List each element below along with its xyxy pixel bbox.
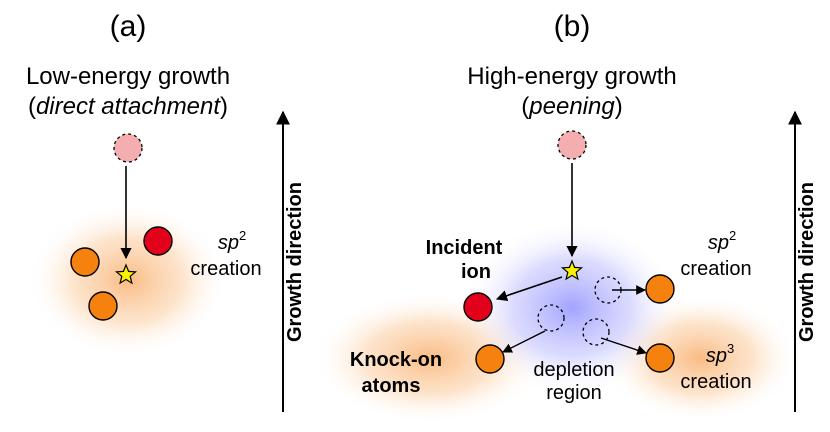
creation-label-b1: creation: [680, 258, 751, 280]
panel-b-title: High-energy growth: [467, 63, 676, 90]
incident-label-line1: Incident: [426, 237, 503, 259]
growth-direction-b: Growth direction: [788, 110, 818, 412]
incident-ion-a: [113, 133, 143, 163]
sp3-atom-b: [645, 343, 675, 373]
impact-star-b: [560, 259, 584, 281]
depletion-glow: [464, 220, 680, 396]
panel-a-subtitle: (direct attachment): [28, 93, 228, 120]
knock-on-atom: [475, 344, 505, 374]
growth-direction-label-b: Growth direction: [796, 182, 818, 342]
panel-b-subtitle: (peening): [521, 93, 622, 120]
knock-on-label-line2: atoms: [362, 375, 421, 397]
carbon-atom-a2: [88, 291, 118, 321]
arrow-to-sp3: [600, 337, 647, 355]
sp2-label-b: sp2: [708, 228, 736, 254]
incident-ion-b: [557, 130, 587, 160]
depletion-label-line1: depletion: [533, 359, 614, 381]
vacancy-2: [537, 304, 565, 332]
arrow-to-displaced-ion: [495, 276, 563, 302]
carbon-atom-a1: [70, 247, 100, 277]
incident-label-line2: ion: [461, 261, 491, 283]
creation-label-b2: creation: [680, 371, 751, 393]
creation-label-a: creation: [190, 258, 261, 280]
arrow-to-knock-on: [502, 330, 546, 353]
growth-direction-a: Growth direction: [276, 110, 306, 412]
growth-direction-label-a: Growth direction: [284, 182, 306, 342]
sp2-atom-b: [645, 274, 675, 304]
depletion-label-line2: region: [546, 382, 602, 404]
impact-star-a: [114, 263, 138, 285]
knock-on-label-line1: Knock-on: [350, 349, 442, 371]
panel-b-label: (b): [554, 10, 591, 43]
displaced-ion: [463, 292, 493, 322]
panel-b: (b) High-energy growth (peening) Inciden…: [312, 10, 798, 424]
panel-a: (a) Low-energy growth (direct attachment…: [26, 10, 262, 358]
sp2-atom-a: [143, 226, 173, 256]
panel-a-title: Low-energy growth: [26, 63, 230, 90]
sp3-label-b: sp3: [706, 341, 734, 367]
panel-a-label: (a): [110, 10, 147, 43]
vacancy-3: [582, 318, 610, 346]
sp2-label-a: sp2: [218, 228, 246, 254]
